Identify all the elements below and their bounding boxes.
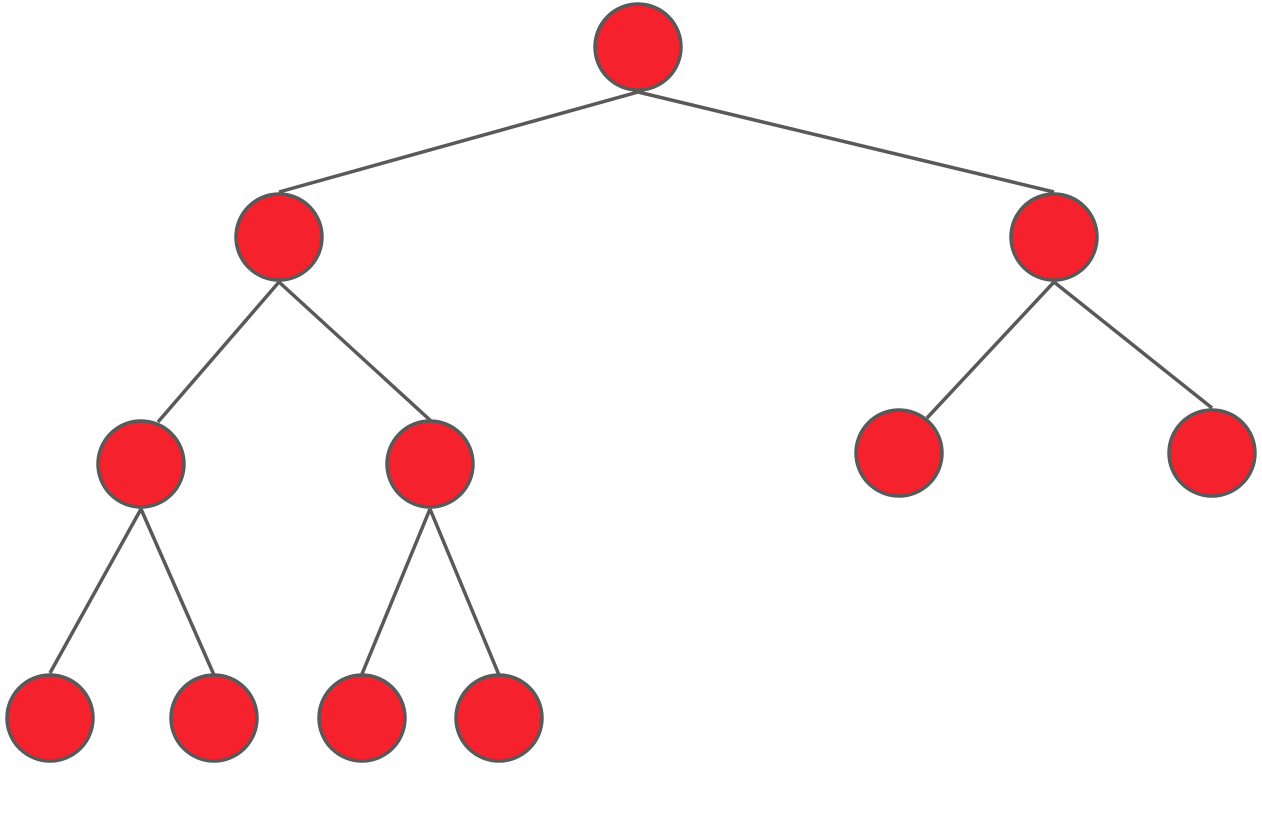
edge-lr-lrr bbox=[428, 508, 501, 676]
edge-root-left bbox=[278, 90, 639, 194]
tree-node-lrr bbox=[454, 673, 544, 763]
edge-root-right bbox=[637, 90, 1055, 194]
edge-l-ll bbox=[156, 280, 281, 424]
nodes bbox=[5, 2, 1257, 763]
edge-l-lr bbox=[277, 280, 433, 423]
tree-node-root bbox=[593, 2, 683, 92]
tree-node-llr bbox=[169, 673, 259, 763]
tree-node-ll bbox=[96, 419, 186, 509]
edge-ll-llr bbox=[139, 508, 216, 676]
edge-ll-lll bbox=[48, 508, 143, 674]
edge-lr-lrl bbox=[360, 508, 432, 675]
tree-node-rl bbox=[854, 408, 944, 498]
tree-node-r bbox=[1009, 192, 1099, 282]
edge-r-rr bbox=[1052, 280, 1214, 410]
tree-node-lll bbox=[5, 673, 95, 763]
tree-node-lrl bbox=[317, 673, 407, 763]
edge-r-rl bbox=[925, 280, 1056, 420]
tree-node-rr bbox=[1167, 408, 1257, 498]
tree-node-l bbox=[234, 192, 324, 282]
tree-node-lr bbox=[385, 419, 475, 509]
edges bbox=[48, 90, 1214, 676]
